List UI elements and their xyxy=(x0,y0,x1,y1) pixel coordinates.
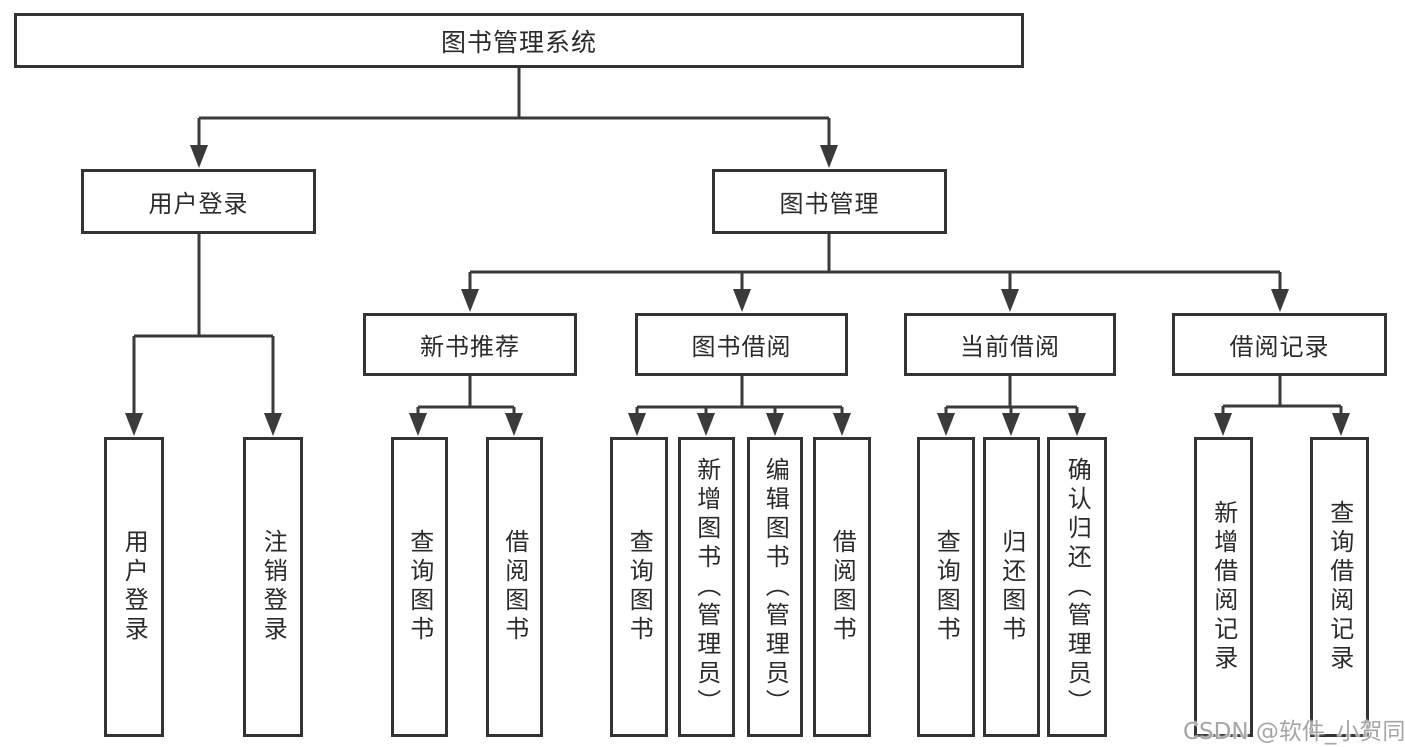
leaf-borrow-borrow: 借阅图书 xyxy=(813,437,871,737)
node-user-login: 用户登录 xyxy=(81,169,316,234)
leaf-borrow-add-admin: 新增图书（管理员） xyxy=(678,437,735,737)
branch-current-borrow xyxy=(944,376,1079,416)
node-group-current-borrow-label: 当前借阅 xyxy=(960,333,1060,361)
node-user-login-label: 用户登录 xyxy=(148,190,249,218)
leaf-newbooks-borrow: 借阅图书 xyxy=(486,437,543,737)
leaf-newbooks-borrow-label: 借阅图书 xyxy=(500,529,529,645)
leaf-current-confirm-admin: 确认归还（管理员） xyxy=(1047,437,1107,737)
node-group-book-borrow-label: 图书借阅 xyxy=(691,333,792,361)
node-group-new-books-label: 新书推荐 xyxy=(420,333,520,361)
csdn-watermark-text: CSDN @软件_小贺同学 xyxy=(1183,719,1405,745)
node-group-book-borrow: 图书借阅 xyxy=(635,313,848,376)
leaf-borrow-edit-admin-label: 编辑图书（管理员） xyxy=(761,456,790,718)
leaf-current-return-label: 归还图书 xyxy=(997,529,1026,645)
branch-new-books xyxy=(416,376,516,416)
branch-borrow-records xyxy=(1221,376,1343,416)
branch-book-borrow xyxy=(635,376,844,416)
leaf-borrow-query-label: 查询图书 xyxy=(625,529,654,645)
branch-root-to-level2 xyxy=(197,68,831,148)
leaf-logout-label: 注销登录 xyxy=(259,529,288,645)
leaf-user-login: 用户登录 xyxy=(104,437,164,737)
leaf-newbooks-query: 查询图书 xyxy=(391,437,448,737)
leaf-borrow-edit-admin: 编辑图书（管理员） xyxy=(747,437,803,737)
branch-user-login xyxy=(132,234,275,416)
leaf-records-query: 查询借阅记录 xyxy=(1310,437,1369,737)
node-group-current-borrow: 当前借阅 xyxy=(904,313,1116,376)
node-group-borrow-records-label: 借阅记录 xyxy=(1229,333,1330,361)
leaf-records-add-label: 新增借阅记录 xyxy=(1209,500,1238,674)
node-root-system: 图书管理系统 xyxy=(14,13,1024,68)
leaf-user-login-label: 用户登录 xyxy=(120,529,149,645)
leaf-borrow-query: 查询图书 xyxy=(610,437,668,737)
node-root-label: 图书管理系统 xyxy=(440,27,597,57)
leaf-borrow-add-admin-label: 新增图书（管理员） xyxy=(692,456,721,718)
node-group-borrow-records: 借阅记录 xyxy=(1172,313,1387,376)
arrowheads xyxy=(125,145,1350,436)
leaf-logout: 注销登录 xyxy=(243,437,303,737)
node-book-management-label: 图书管理 xyxy=(779,190,880,218)
node-book-management: 图书管理 xyxy=(712,169,947,234)
node-group-new-books: 新书推荐 xyxy=(363,313,577,376)
leaf-current-confirm-admin-label: 确认归还（管理员） xyxy=(1063,456,1092,718)
leaf-records-query-label: 查询借阅记录 xyxy=(1325,500,1354,674)
branch-book-management xyxy=(468,234,1282,292)
leaf-current-query-label: 查询图书 xyxy=(932,529,961,645)
csdn-watermark: CSDN @软件_小贺同学 xyxy=(1183,712,1405,746)
leaf-borrow-borrow-label: 借阅图书 xyxy=(828,529,857,645)
leaf-newbooks-query-label: 查询图书 xyxy=(405,529,434,645)
leaf-current-return: 归还图书 xyxy=(983,437,1040,737)
leaf-current-query: 查询图书 xyxy=(917,437,975,737)
leaf-records-add: 新增借阅记录 xyxy=(1194,437,1253,737)
